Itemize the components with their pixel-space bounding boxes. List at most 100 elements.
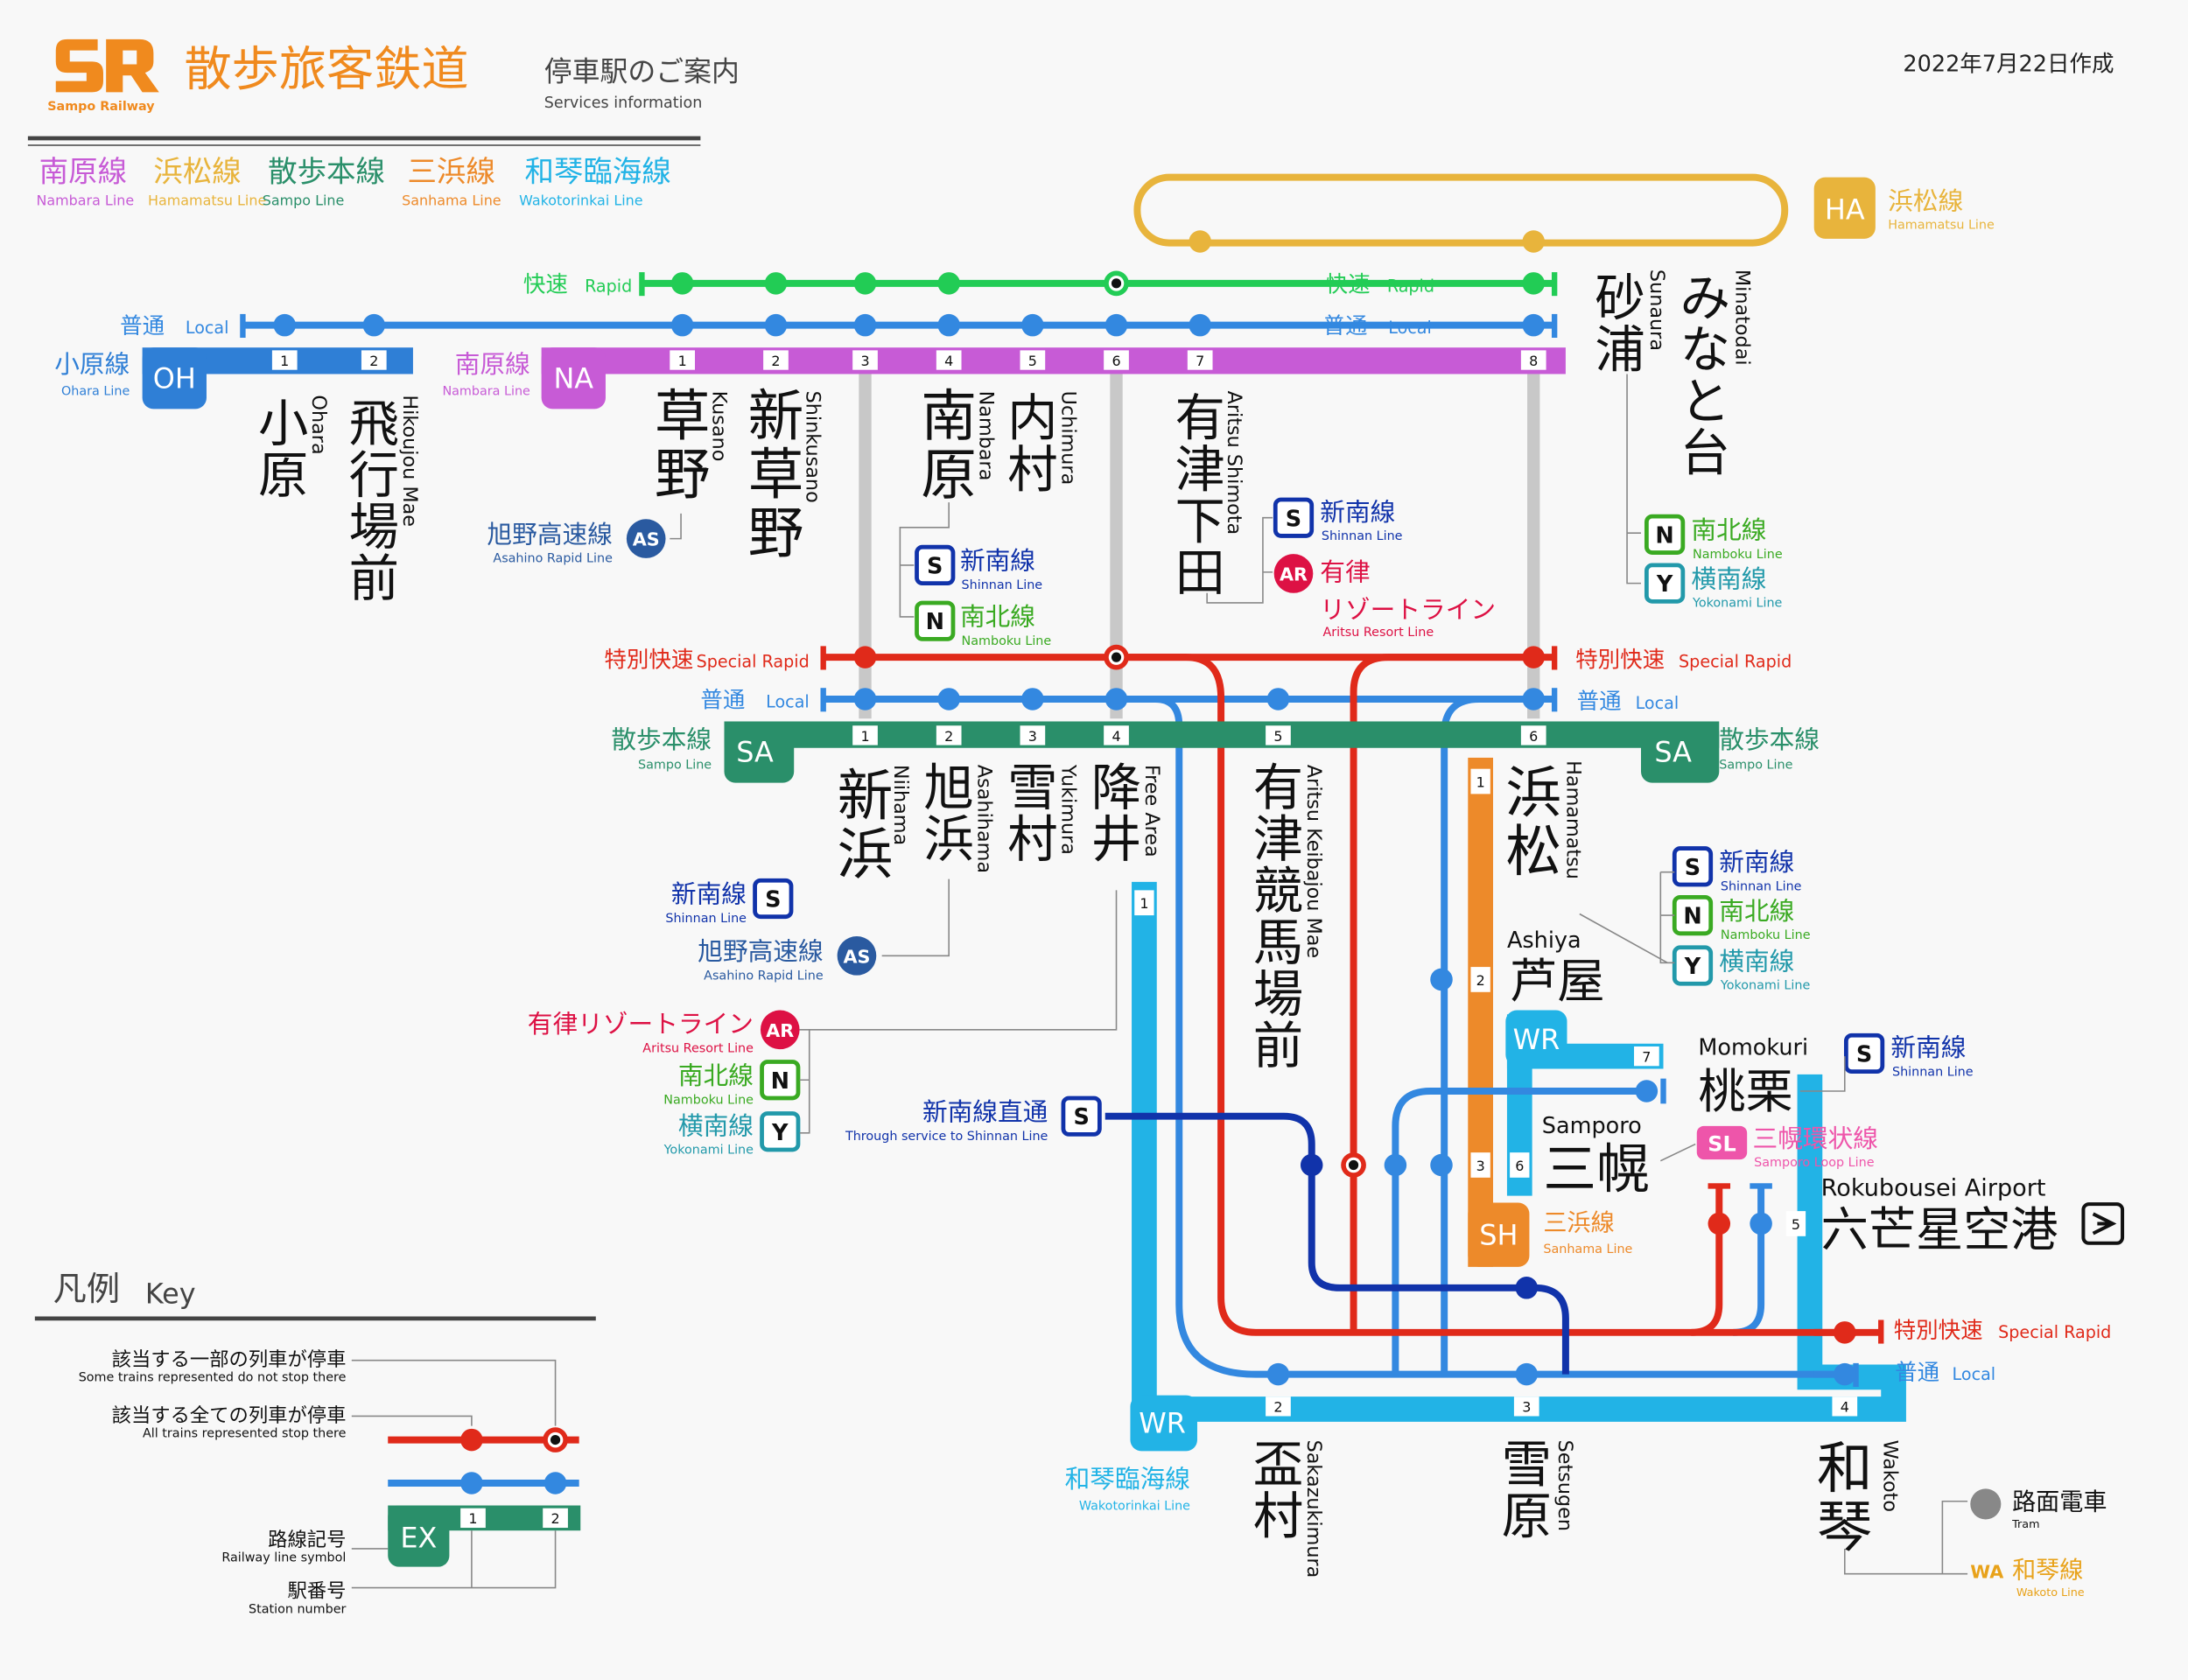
all-stop-dot-center [1111, 652, 1122, 662]
local-stop [1750, 1212, 1772, 1236]
aritsu-shinnan-label-en: Shinnan Line [1322, 529, 1403, 543]
hamamatsu-yokonami-label: 横南線 [1719, 946, 1794, 976]
furui-yokonami-label-en: Yokonami Line [663, 1144, 754, 1158]
key-local-dot-1 [460, 1472, 483, 1494]
local-stop [1021, 313, 1044, 337]
station-sakazukimura-char: 村 [1253, 1487, 1303, 1545]
logo-r-mark [106, 38, 159, 93]
samporo-loop-badge-code: SL [1708, 1132, 1736, 1157]
na-num-5: 5 [1028, 353, 1037, 369]
local-momokuri [1392, 1088, 1647, 1375]
nambara-shinnan-label-en: Shinnan Line [962, 578, 1043, 592]
local-stop [1105, 313, 1128, 337]
legend-line-3: 三浜線 [408, 154, 495, 188]
sunaura-yokonami-label: 横南線 [1691, 564, 1766, 593]
leader-nambara [899, 502, 950, 618]
na-box [541, 347, 606, 410]
sa-num-6: 6 [1529, 728, 1538, 745]
station-asahihama-char: 浜 [923, 810, 973, 869]
special-label-right-en: Special Rapid [1679, 651, 1792, 671]
through-shinnan-label-en: Through service to Shinnan Line [845, 1130, 1048, 1144]
aritsu-shinnan-badge: S [1273, 497, 1315, 538]
hamamatsu-yokonami-label-en: Yokonami Line [1720, 979, 1811, 993]
sa-num-2: 2 [944, 728, 953, 745]
station-samporo-en: Samporo [1542, 1113, 1642, 1139]
hamamatsu-namboku-badge-code: N [1683, 904, 1701, 930]
key-all-label: 該当する全ての列車が停車 [112, 1404, 347, 1427]
page-subtitle: Services information [544, 94, 703, 112]
sunaura-namboku-badge-code: N [1655, 522, 1673, 549]
sa-num-4: 4 [1112, 728, 1120, 745]
code-sa-right: SA [1654, 736, 1692, 769]
code-sa-left: SA [736, 736, 774, 769]
station-hamamatsu-char: 松 [1505, 820, 1561, 885]
stop-dots [273, 230, 1856, 1386]
sr-logo: Sampo Railway [47, 38, 159, 114]
wr-num-3-box [1513, 1396, 1539, 1417]
aritsu-ar-label-1: 有律 [1320, 556, 1370, 586]
station-furui-char: 井 [1091, 810, 1141, 869]
station-nambara-char: 原 [921, 444, 977, 508]
furui-namboku-badge-code: N [771, 1068, 789, 1095]
through-shinnan-badge-box [1061, 1096, 1102, 1137]
oh-num-2: 2 [369, 353, 378, 369]
label-wako-line-en: Wakotorinkai Line [1079, 1499, 1190, 1513]
key: 凡例 Key 該当する一部の列車が停車 Some trains represen… [34, 1270, 596, 1616]
niihama-shinnan-label-en: Shinnan Line [665, 912, 747, 926]
kusano-asahino-badge-code: AS [633, 529, 660, 550]
leader-wakoto [1843, 1500, 1968, 1575]
leader-kusano [670, 513, 682, 540]
legend-line-1: 浜松線 [153, 154, 241, 188]
nambara-namboku-badge: N [915, 600, 956, 641]
wakoto-line-label: 和琴線 [2012, 1557, 2083, 1584]
furui-namboku-label-en: Namboku Line [663, 1093, 754, 1107]
asahihama-asahino-badge: AS [837, 936, 877, 976]
local-stop [1430, 1153, 1453, 1177]
rapid-label-right: 快速 [1326, 271, 1371, 298]
station-aritsushimota-char: 有 [1175, 389, 1224, 448]
samporo-loop-badge: SL [1696, 1125, 1748, 1160]
wr-num-3: 3 [1522, 1399, 1531, 1416]
aritsu-shinnan-badge-box [1273, 497, 1315, 538]
station-airport-en: Rokubousei Airport [1821, 1175, 2046, 1202]
label-nambara-line-en: Nambara Line [442, 384, 530, 398]
label-nambara-line: 南原線 [455, 349, 530, 379]
key-local-dot-2 [543, 1472, 567, 1494]
local-stop [937, 313, 960, 337]
furui-ar-badge-code: AR [766, 1020, 794, 1041]
station-hikoujou-en: Hikoujou Mae [398, 395, 421, 527]
sunaura-namboku-label-en: Namboku Line [1693, 548, 1783, 562]
key-number-label-en: Station number [249, 1602, 347, 1616]
local-label-left-en: Local [186, 318, 229, 338]
hamamatsu-yokonami-badge: Y [1672, 945, 1714, 986]
local-stop [1266, 1362, 1290, 1386]
station-keibajou-en: Aritsu Keibajou Mae [1302, 765, 1325, 958]
legend-line-en-0: Nambara Line [36, 192, 134, 209]
company-name: 散歩旅客鉄道 [184, 41, 468, 96]
hamamatsu-yokonami-badge-code: Y [1684, 954, 1701, 980]
sa-num-3: 3 [1028, 728, 1037, 745]
special-airport-spur [1691, 1186, 1723, 1336]
key-symbol-label: 路線記号 [268, 1529, 346, 1551]
wr-num-2-box [1266, 1396, 1291, 1417]
code-oh: OH [153, 361, 196, 395]
station-uchimura-char: 内 [1007, 389, 1057, 448]
nambara-namboku-label-en: Namboku Line [962, 634, 1052, 648]
samporo-loop-label-en: Samporo Loop Line [1754, 1156, 1875, 1170]
local-stop [937, 688, 960, 710]
station-shinkusano-char: 新 [748, 385, 804, 450]
label-hamamatsu-line: 浜松線 [1888, 186, 1963, 215]
oh-num-1: 1 [280, 353, 289, 369]
local-curve-left [1116, 695, 1856, 1378]
special-stop [1708, 1212, 1731, 1236]
local-stop [1515, 1362, 1539, 1386]
key-some-label: 該当する一部の列車が停車 [112, 1348, 347, 1371]
hamamatsu-namboku-label: 南北線 [1719, 896, 1794, 926]
airport-icon [2081, 1202, 2125, 1245]
line-codes: OH NA SA SA HA SH WR WR [153, 192, 1865, 1439]
station-hamamatsu-en: Hamamatsu [1561, 760, 1584, 879]
